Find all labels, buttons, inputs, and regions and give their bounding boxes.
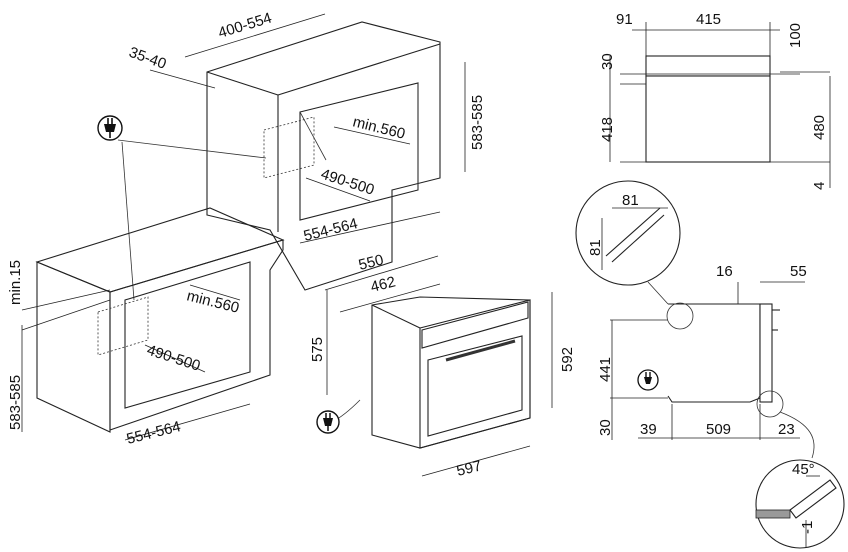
front-left-margin-label: 91 <box>616 11 633 28</box>
front-body-height-label: 418 <box>599 117 616 142</box>
column-depth-min-label: min.560 <box>351 113 407 142</box>
angle-label: 45° <box>792 461 815 478</box>
plug-symbol-oven <box>316 410 340 434</box>
front-panel-width-label: 415 <box>696 11 721 28</box>
side-body-depth-label: 509 <box>706 421 731 438</box>
oven-height-total-label: 592 <box>559 347 576 372</box>
oven-depth-total-label: 550 <box>357 251 385 274</box>
corner-detail <box>575 180 681 286</box>
oven-width-label: 597 <box>455 457 483 480</box>
oven-unit <box>324 255 553 477</box>
side-base-label: 30 <box>597 419 614 436</box>
front-panel-height-label: 30 <box>599 53 616 70</box>
column-width-label: 400-554 <box>216 9 274 41</box>
undercounter-depth-range-label: 490-500 <box>145 342 203 375</box>
column-height-label: 583-585 <box>469 95 486 150</box>
front-total-height-label: 480 <box>811 115 828 140</box>
offset-label: -1 <box>799 521 816 534</box>
front-top-offset-label: 100 <box>787 23 804 48</box>
oven-height-body-label: 575 <box>309 337 326 362</box>
column-cabinet <box>149 13 466 291</box>
side-front-depth-label: 39 <box>640 421 657 438</box>
front-view <box>609 22 831 188</box>
undercounter-gap-label: min.15 <box>7 260 24 305</box>
plug-symbol-top <box>97 115 123 141</box>
column-gap-label: 35-40 <box>127 44 169 73</box>
undercounter-height-label: 583-585 <box>7 375 24 430</box>
side-rear-depth-label: 23 <box>778 421 795 438</box>
angle-detail <box>755 459 845 549</box>
side-door-offset-label: 16 <box>716 263 733 280</box>
front-bottom-offset-label: 4 <box>811 182 828 190</box>
corner-height-label: 81 <box>587 239 604 256</box>
side-handle-depth-label: 55 <box>790 263 807 280</box>
undercounter-cabinet <box>21 207 285 441</box>
side-height-label: 441 <box>597 357 614 382</box>
oven-depth-body-label: 462 <box>369 273 397 296</box>
undercounter-niche-width-label: 554-564 <box>125 418 183 448</box>
column-niche-width-label: 554-564 <box>302 215 360 245</box>
column-depth-range-label: 490-500 <box>319 166 377 199</box>
side-view <box>610 281 815 459</box>
corner-width-label: 81 <box>622 192 639 209</box>
plug-symbol-side <box>637 369 659 391</box>
